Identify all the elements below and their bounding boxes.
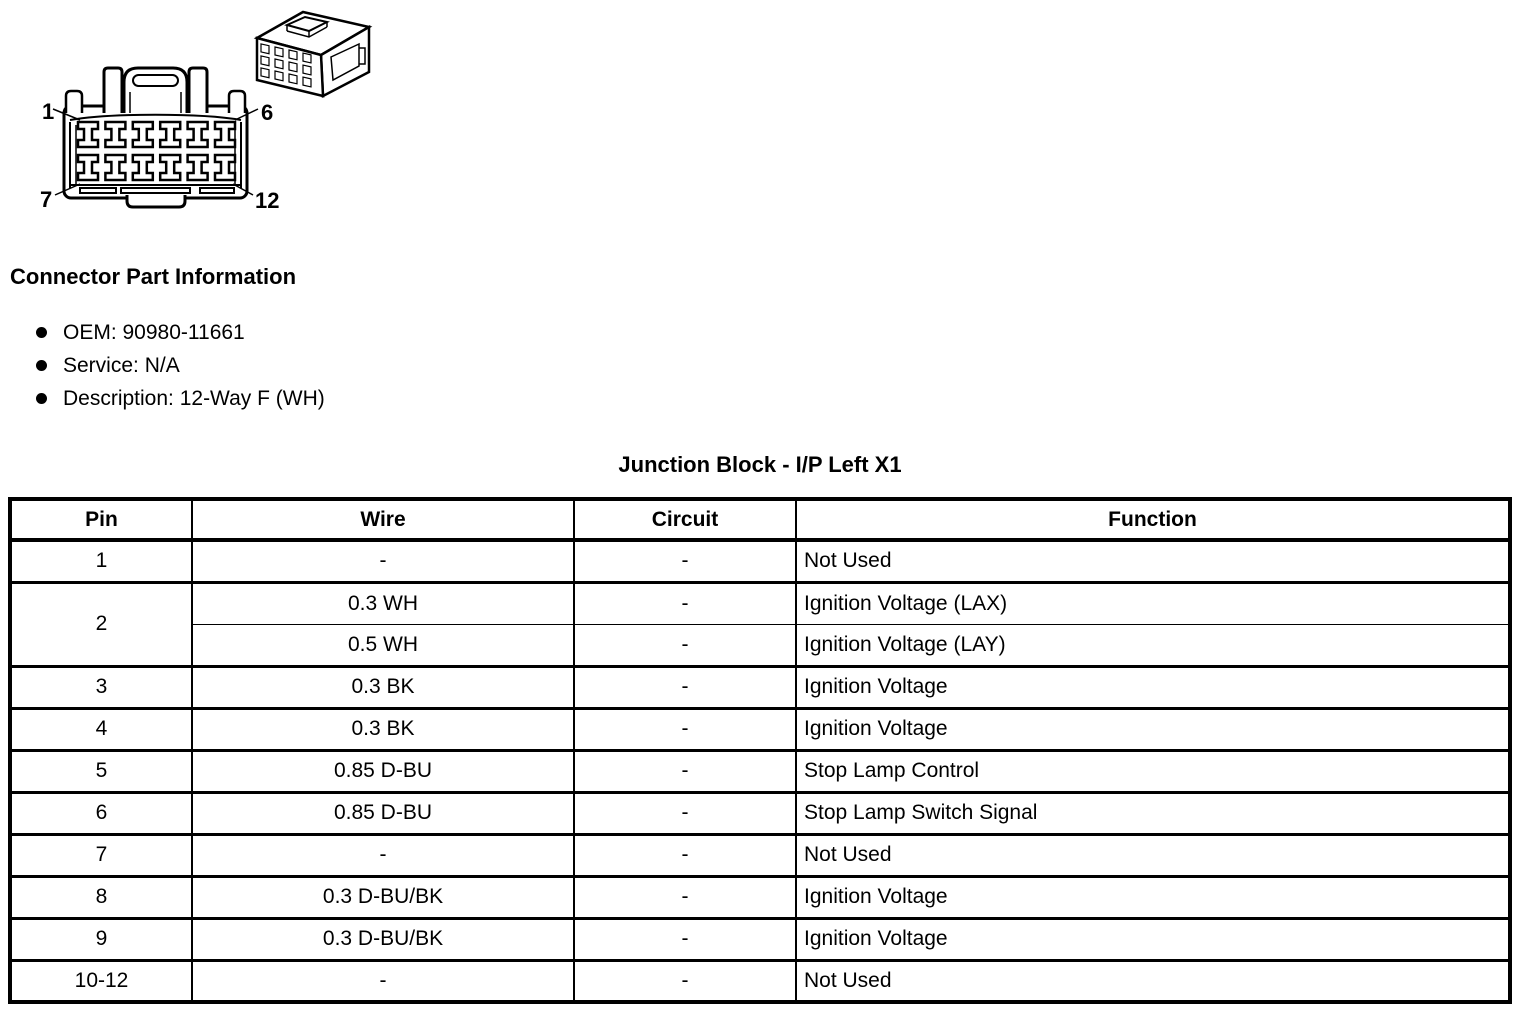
col-header-wire: Wire [191,497,575,542]
bullet-icon [36,327,47,338]
col-header-pin: Pin [9,497,193,542]
connector-figure: 1 6 7 12 [0,0,400,225]
wire-cell: 0.3 BK [191,664,575,710]
pin-label-bottom-left: 7 [40,187,52,212]
wire-cell: 0.3 WH [191,580,575,625]
table-row: 7 - - Not Used [9,832,1511,878]
wire-cell: 0.3 D-BU/BK [191,874,575,920]
info-item-oem: OEM: 90980-11661 [36,316,325,349]
info-item-text: OEM: 90980-11661 [63,320,245,344]
circuit-cell: - [573,832,797,878]
table-row: 2 0.3 WH - Ignition Voltage (LAX) [9,580,1511,667]
wire-cell: 0.85 D-BU [191,790,575,836]
circuit-cell: - [573,538,797,584]
function-cell: Ignition Voltage (LAX) [795,580,1511,625]
pin-cell: 6 [9,790,193,836]
info-item-text: Service: N/A [63,353,180,377]
circuit-cell: - [573,916,797,962]
function-cell: Stop Lamp Switch Signal [795,790,1511,836]
pin-cell: 4 [9,706,193,752]
connector-3d-view-icon [253,10,373,99]
pin-cell: 2 [9,580,193,667]
section-heading: Connector Part Information [10,264,297,289]
wire-cell: 0.3 BK [191,706,575,752]
circuit-cell: - [573,958,797,1004]
pin-cell: 1 [9,538,193,584]
circuit-cell: - [573,664,797,710]
table-title: Junction Block - I/P Left X1 [618,452,902,477]
pin-cell: 10-12 [9,958,193,1004]
bullet-icon [36,393,47,404]
function-cell: Not Used [795,958,1511,1004]
pin-label-top-right: 6 [261,100,273,125]
info-item-description: Description: 12-Way F (WH) [36,382,325,415]
circuit-cell: - [573,790,797,836]
pin-cell: 3 [9,664,193,710]
pin-label-top-left: 1 [42,99,54,124]
pin-label-bottom-right: 12 [255,188,279,213]
col-header-circuit: Circuit [573,497,797,542]
table-row: 6 0.85 D-BU - Stop Lamp Switch Signal [9,790,1511,836]
table-row: 5 0.85 D-BU - Stop Lamp Control [9,748,1511,794]
wire-cell: - [191,958,575,1004]
connector-front-view-icon: 1 6 7 12 [40,66,279,213]
table-row: 3 0.3 BK - Ignition Voltage [9,664,1511,710]
function-cell: Ignition Voltage [795,706,1511,752]
pin-cell: 8 [9,874,193,920]
bullet-icon [36,360,47,371]
circuit-cell: - [573,706,797,752]
connector-info-list: OEM: 90980-11661 Service: N/A Descriptio… [36,316,325,415]
pin-cell: 5 [9,748,193,794]
circuit-cell: - [573,874,797,920]
function-cell: Stop Lamp Control [795,748,1511,794]
table-row: 10-12 - - Not Used [9,958,1511,1004]
function-cell: Ignition Voltage [795,874,1511,920]
function-cell: Ignition Voltage [795,664,1511,710]
pinout-table: Pin Wire Circuit Function 1 - - Not Used… [8,497,1512,1004]
pin-cell: 9 [9,916,193,962]
circuit-cell: - [573,748,797,794]
wire-cell: - [191,832,575,878]
pin-cell: 7 [9,832,193,878]
wire-cell: 0.85 D-BU [191,748,575,794]
wire-cell: 0.5 WH [191,623,575,668]
function-cell: Ignition Voltage [795,916,1511,962]
table-row: 9 0.3 D-BU/BK - Ignition Voltage [9,916,1511,962]
col-header-function: Function [795,497,1511,542]
table-row: 1 - - Not Used [9,538,1511,584]
function-cell: Not Used [795,832,1511,878]
info-item-service: Service: N/A [36,349,325,382]
header-row: Pin Wire Circuit Function [9,497,1511,542]
wire-cell: 0.3 D-BU/BK [191,916,575,962]
circuit-cell: - [573,623,797,668]
function-cell: Ignition Voltage (LAY) [795,623,1511,668]
info-item-text: Description: 12-Way F (WH) [63,386,325,410]
circuit-cell: - [573,580,797,625]
table-subrow: 0.5 WH - Ignition Voltage (LAY) [10,623,1511,668]
table-row: 4 0.3 BK - Ignition Voltage [9,706,1511,752]
table-row: 8 0.3 D-BU/BK - Ignition Voltage [9,874,1511,920]
wire-cell: - [191,538,575,584]
function-cell: Not Used [795,538,1511,584]
